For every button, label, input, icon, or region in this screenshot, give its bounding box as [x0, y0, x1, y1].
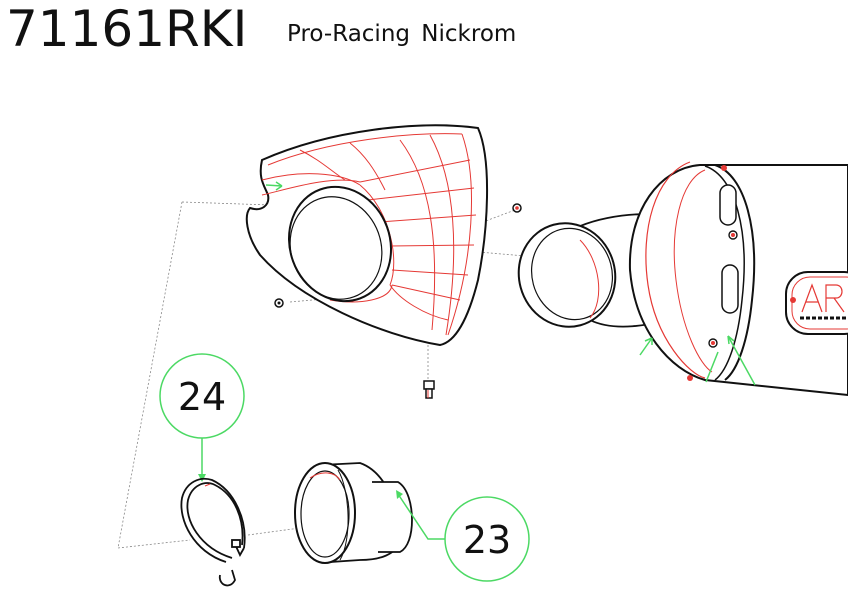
callout-24-label: 24 — [178, 375, 226, 419]
end-cap — [245, 124, 489, 347]
product-name: Pro-Racing Nickrom — [287, 21, 517, 47]
callout-23-label: 23 — [463, 518, 511, 562]
insert-sleeve — [294, 462, 413, 564]
header: 71161RKI Pro-Racing Nickrom — [0, 0, 848, 60]
circlip — [180, 477, 246, 587]
part-code: 71161RKI — [6, 0, 248, 58]
silencer-body — [628, 161, 848, 397]
callout-23: 23 — [396, 490, 530, 582]
cap-screws — [274, 203, 522, 399]
callout-24: 24 — [159, 353, 245, 482]
logo-lettering — [801, 283, 845, 313]
